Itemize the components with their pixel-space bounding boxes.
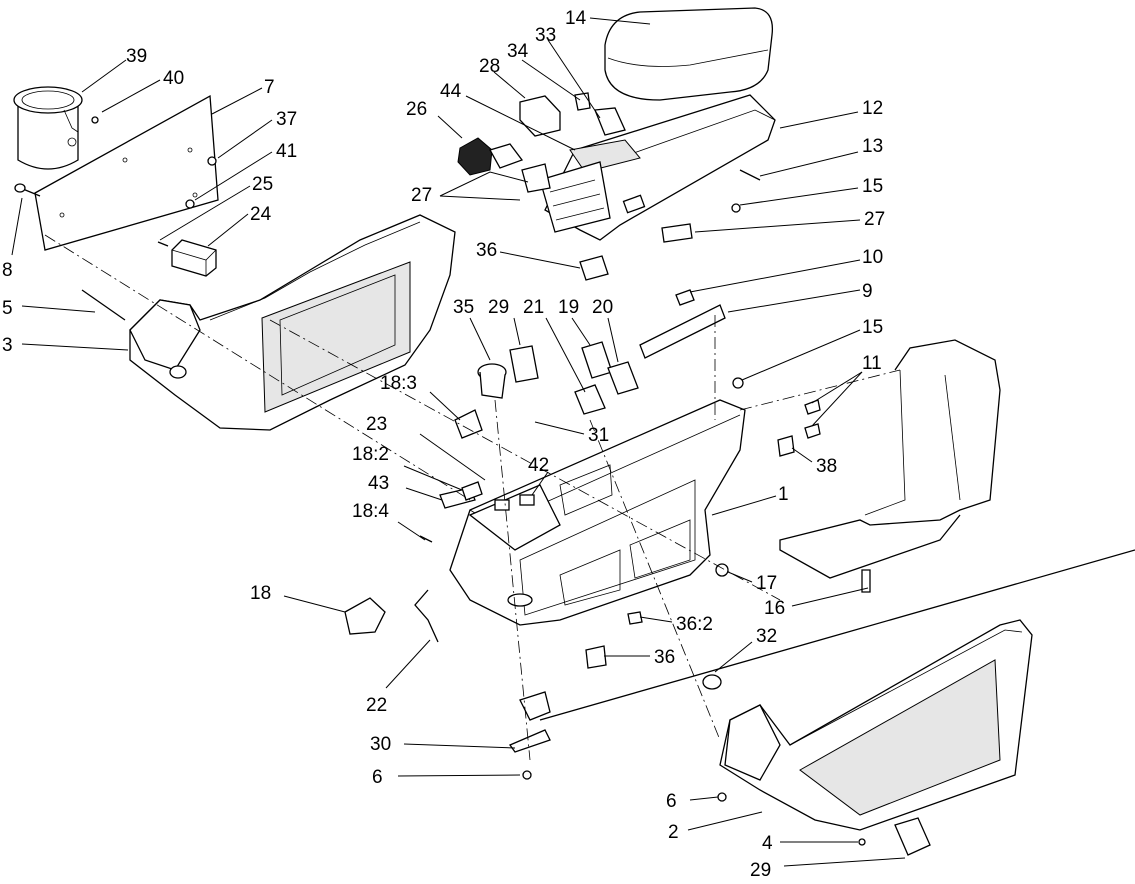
middle-switches-part — [477, 341, 639, 415]
callout-43: 43 — [368, 473, 389, 494]
callout-27-right: 27 — [864, 209, 885, 230]
cup-holder-part — [13, 86, 83, 170]
callout-29-lower: 29 — [750, 860, 771, 881]
nut-part-15 — [732, 377, 744, 389]
callout-9: 9 — [862, 281, 873, 302]
callout-5: 5 — [2, 298, 13, 319]
callout-16: 16 — [764, 598, 785, 619]
callout-20: 20 — [592, 297, 613, 318]
callout-8: 8 — [2, 260, 13, 281]
top-switches-part — [457, 92, 626, 193]
callout-26: 26 — [406, 99, 427, 120]
hardware-parts — [14, 116, 217, 209]
callout-18-3: 18:3 — [380, 373, 417, 394]
callout-24: 24 — [250, 204, 272, 225]
callout-35: 35 — [453, 297, 474, 318]
callout-30: 30 — [370, 734, 391, 755]
callout-37: 37 — [276, 109, 297, 130]
callout-labels: 39 40 7 37 41 25 24 8 5 3 14 33 34 28 44… — [2, 8, 885, 881]
lever-part — [509, 691, 551, 780]
callout-36-upper: 36 — [476, 240, 497, 261]
callout-17: 17 — [756, 573, 777, 594]
callout-23: 23 — [366, 414, 387, 435]
callout-32: 32 — [756, 626, 777, 647]
nut-part-17 — [715, 563, 729, 577]
callout-29-upper: 29 — [488, 297, 509, 318]
callout-18-4: 18:4 — [352, 501, 389, 522]
assembly-centerlines — [44, 234, 901, 761]
callout-44: 44 — [440, 81, 462, 102]
callout-15-top: 15 — [862, 176, 883, 197]
rod-part — [539, 549, 1135, 721]
callout-38: 38 — [816, 456, 837, 477]
callout-42: 42 — [528, 455, 549, 476]
box-component-part — [157, 239, 217, 277]
callout-27-top: 27 — [411, 185, 432, 206]
callout-18: 18 — [250, 583, 271, 604]
right-side-cover-part — [717, 619, 1033, 856]
callout-36-lower: 36 — [654, 647, 675, 668]
connector-part-lower — [585, 611, 643, 669]
callout-2: 2 — [668, 822, 679, 843]
callout-13: 13 — [862, 136, 883, 157]
callout-41: 41 — [276, 141, 297, 162]
callout-15-mid: 15 — [862, 317, 883, 338]
pin-part-13 — [739, 169, 761, 181]
callout-31: 31 — [588, 425, 609, 446]
callout-14: 14 — [565, 8, 587, 29]
top-console-part — [539, 94, 776, 241]
leader-lines — [11, 17, 906, 867]
callout-39: 39 — [126, 46, 147, 67]
harness-connector-part — [344, 409, 483, 635]
callout-34: 34 — [507, 41, 529, 62]
main-frame-part — [449, 399, 746, 626]
callout-36-2: 36:2 — [676, 614, 713, 635]
right-support-part — [777, 339, 1001, 593]
callout-6-left: 6 — [372, 767, 383, 788]
armrest-cushion-part — [604, 7, 774, 101]
left-side-cover-part — [129, 214, 456, 431]
callout-19: 19 — [558, 297, 579, 318]
callout-7: 7 — [264, 77, 275, 98]
callout-21: 21 — [523, 297, 544, 318]
callout-33: 33 — [535, 25, 556, 46]
bracket-part — [639, 289, 726, 359]
callout-1: 1 — [778, 484, 789, 505]
connector-part-36 — [579, 255, 609, 281]
callout-22: 22 — [366, 695, 387, 716]
callout-12: 12 — [862, 98, 883, 119]
callout-25: 25 — [252, 174, 273, 195]
callout-40: 40 — [163, 68, 184, 89]
cable-part — [414, 589, 439, 643]
callout-6-right: 6 — [666, 791, 677, 812]
callout-4: 4 — [762, 833, 773, 854]
callout-10: 10 — [862, 247, 883, 268]
long-bolt-part — [81, 289, 126, 321]
nut-part-15b — [731, 203, 741, 213]
callout-18-2: 18:2 — [352, 444, 389, 465]
panel-part — [34, 94, 219, 251]
callout-28: 28 — [479, 56, 500, 77]
button-part-27 — [661, 223, 693, 243]
callout-3: 3 — [2, 335, 13, 356]
callout-11: 11 — [862, 353, 882, 374]
